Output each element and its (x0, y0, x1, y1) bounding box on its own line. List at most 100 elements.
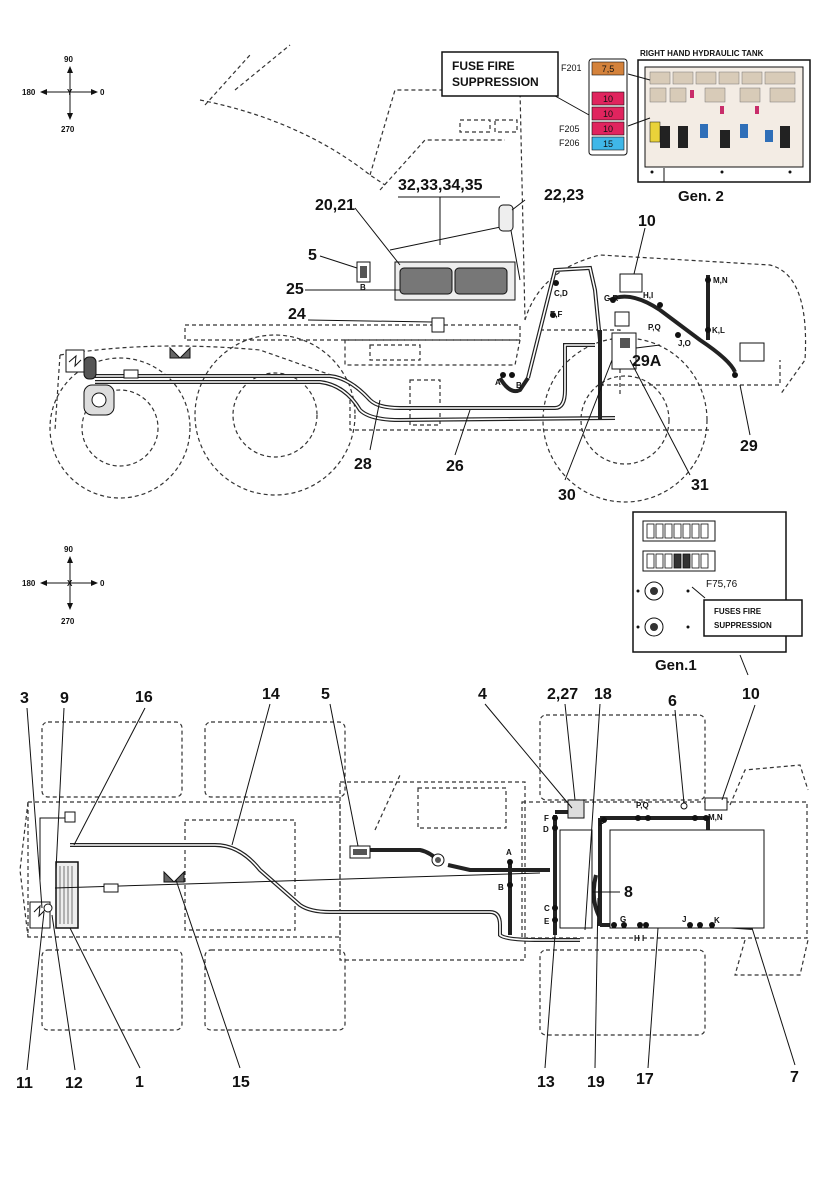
svg-text:0: 0 (100, 579, 105, 588)
svg-text:G,R: G,R (604, 294, 618, 303)
callout-1: 1 (135, 1074, 144, 1091)
compass-e: 0 (100, 88, 105, 97)
gen1-label: Gen.1 (655, 657, 697, 674)
compass-center: Y (67, 88, 73, 97)
fuse-3 (591, 121, 625, 136)
callout-22-23: 22,23 (544, 187, 584, 204)
bottom-components (29, 797, 765, 929)
top-hoses (95, 265, 737, 423)
fuse-ref-f75-76: F75,76 (706, 579, 738, 590)
callout-15: 15 (232, 1074, 250, 1091)
svg-text:H,I: H,I (643, 291, 653, 300)
callout-24: 24 (288, 306, 306, 323)
bottom-callout-labels: 3 9 16 14 5 4 2,27 18 6 10 8 11 12 1 15 … (16, 686, 799, 1092)
top-leaders (305, 91, 751, 481)
svg-text:270: 270 (61, 617, 75, 626)
callout-20-21: 20,21 (315, 197, 355, 214)
svg-text:M,N: M,N (713, 276, 728, 285)
callout-11: 11 (16, 1075, 33, 1092)
fuse-value-1: 10 (603, 94, 613, 104)
callout-8: 8 (624, 884, 633, 901)
callout-5-bottom: 5 (321, 686, 330, 703)
compass-w: 180 (22, 88, 36, 97)
callout-5-top: 5 (308, 247, 317, 264)
callout-16: 16 (135, 689, 153, 706)
gen1-panel: F75,76 FUSES FIRE SUPPRESSION Gen.1 (632, 511, 803, 676)
fuse-callout-line2: SUPPRESSION (452, 75, 539, 89)
svg-text:C,D: C,D (554, 289, 568, 298)
callout-3: 3 (20, 690, 29, 707)
callout-12: 12 (65, 1075, 83, 1092)
fuse-f205-label: F205 (559, 124, 580, 134)
top-components (65, 204, 765, 416)
fuses-callout-line2: SUPPRESSION (714, 621, 772, 630)
fuse-stack: 7,5 10 10 10 15 (588, 58, 628, 156)
svg-text:E: E (544, 917, 550, 926)
gen2-label: Gen. 2 (678, 188, 724, 205)
callout-4: 4 (478, 686, 487, 703)
svg-text:J: J (682, 915, 686, 924)
fuse-value-3: 10 (603, 124, 613, 134)
callout-6: 6 (668, 693, 677, 710)
callout-13: 13 (537, 1074, 555, 1091)
compass-n: 90 (64, 55, 73, 64)
callout-9: 9 (60, 690, 69, 707)
svg-text:180: 180 (22, 579, 36, 588)
top-compass: 90 180 0 270 Y (22, 55, 105, 134)
callout-26: 26 (446, 458, 464, 475)
svg-text:A: A (495, 378, 501, 387)
svg-text:A: A (506, 848, 512, 857)
callout-30: 30 (558, 487, 576, 504)
callout-17: 17 (636, 1071, 654, 1088)
svg-text:H I: H I (634, 934, 644, 943)
svg-text:B: B (360, 283, 366, 292)
callout-31: 31 (691, 477, 709, 494)
fuses-callout-line1: FUSES FIRE (714, 607, 762, 616)
fuse-value-2: 10 (603, 109, 613, 119)
svg-text:P: P (599, 819, 605, 828)
tank-title: RIGHT HAND HYDRAULIC TANK (640, 49, 764, 58)
svg-text:P,Q: P,Q (636, 801, 649, 810)
svg-text:B: B (516, 381, 522, 390)
callout-32-35: 32,33,34,35 (398, 177, 483, 194)
fuse-4 (591, 136, 625, 151)
top-fuse-callout: FUSE FIRE SUPPRESSION F201 F205 F206 7,5… (441, 51, 628, 156)
callout-7: 7 (790, 1069, 799, 1086)
callout-14: 14 (262, 686, 280, 703)
callout-29: 29 (740, 438, 758, 455)
callout-10-top: 10 (638, 213, 656, 230)
svg-text:E,F: E,F (550, 310, 563, 319)
callout-18: 18 (594, 686, 612, 703)
fuse-1 (591, 91, 625, 106)
svg-text:C: C (544, 904, 550, 913)
fuse-0 (591, 61, 625, 76)
bottom-small-labels: P,Q M,N P F D A B C E G H I J K (498, 801, 723, 943)
hydraulic-tank-panel: RIGHT HAND HYDRAULIC TANK Gen. 2 (627, 49, 811, 205)
callout-19: 19 (587, 1074, 605, 1091)
truck-plan-outline (19, 714, 809, 1036)
svg-text:B: B (498, 883, 504, 892)
svg-text:X: X (67, 579, 73, 588)
callout-28: 28 (354, 456, 372, 473)
svg-text:G: G (620, 915, 626, 924)
svg-text:F: F (544, 814, 549, 823)
svg-text:K,L: K,L (712, 326, 725, 335)
svg-text:D: D (543, 825, 549, 834)
top-callout-labels: 32,33,34,35 20,21 22,23 5 25 24 10 28 26… (286, 177, 758, 504)
svg-text:J,O: J,O (678, 339, 691, 348)
top-small-labels: C,D E,F G,R H,I M,N P,Q J,O K,L A B B (360, 276, 728, 390)
callout-10-bottom: 10 (742, 686, 760, 703)
fuse-f201-label: F201 (561, 63, 582, 73)
svg-text:M,N: M,N (708, 813, 723, 822)
svg-text:K: K (714, 916, 720, 925)
svg-text:90: 90 (64, 545, 73, 554)
fuse-value-0: 7,5 (602, 64, 615, 74)
fuse-2 (591, 106, 625, 121)
callout-25: 25 (286, 281, 304, 298)
bottom-compass: 90 180 0 270 X (22, 545, 105, 626)
truck-side-outline (49, 44, 807, 503)
compass-s: 270 (61, 125, 75, 134)
fuse-f206-label: F206 (559, 138, 580, 148)
fuse-value-4: 15 (603, 139, 613, 149)
